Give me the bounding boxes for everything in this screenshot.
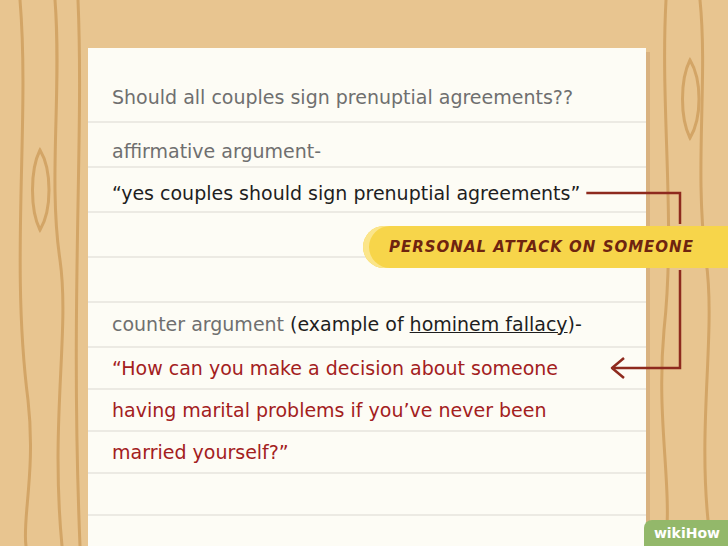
counter-quote: “How can you make a decision about someo… <box>112 347 602 473</box>
note-text: )- <box>568 310 582 338</box>
bracket-line <box>586 193 680 224</box>
banner-text: PERSONAL ATTACK ON SOMEONE <box>389 238 694 256</box>
text-row: “yes couples should sign prenuptial agre… <box>112 179 580 207</box>
note-text: counter argument <box>112 310 284 338</box>
text-row: Should all couples sign prenuptial agree… <box>112 83 573 111</box>
note-text: “yes couples should sign prenuptial agre… <box>112 179 580 207</box>
question-heading: Should all couples sign prenuptial agree… <box>112 83 573 111</box>
note-text: hominem fallacy <box>410 310 568 338</box>
callout-banner: PERSONAL ATTACK ON SOMEONE <box>363 226 728 268</box>
watermark: wikiHow <box>654 525 720 541</box>
text-row: affirmative argument- <box>112 137 321 165</box>
leader-arrow-line <box>614 270 680 368</box>
arrow-head <box>612 358 624 378</box>
ruled-lines <box>88 122 646 515</box>
note-text: affirmative argument- <box>112 137 321 165</box>
text-row: “How can you make a decision about someo… <box>112 347 602 473</box>
paper-sheet <box>88 48 646 546</box>
note-text: (example of <box>290 310 404 338</box>
text-row: counter argument(example ofhominem falla… <box>112 310 582 338</box>
notepad-paper: Should all couples sign prenuptial agree… <box>88 48 646 546</box>
watermark-tab: wikiHow <box>644 520 728 546</box>
